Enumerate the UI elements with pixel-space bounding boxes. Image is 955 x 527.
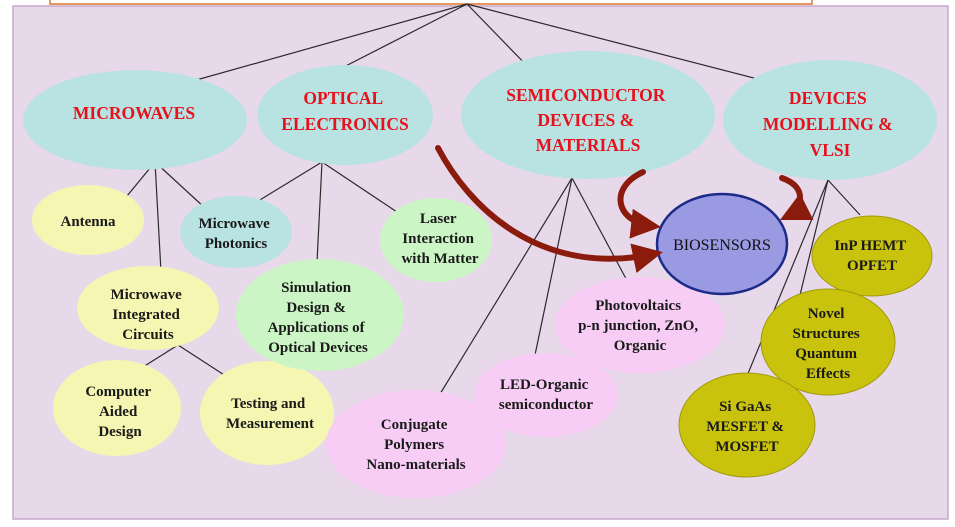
line-opt-photonics [249, 161, 323, 207]
photovoltaics-label: Photovoltaics p-n junction, ZnO, Organic [578, 298, 702, 354]
line-semi-led [534, 177, 573, 356]
line-dev-novel [799, 179, 829, 296]
line-root-optical [329, 3, 468, 75]
bubbles [23, 51, 937, 498]
line-dev-inp [827, 179, 861, 216]
antenna-label: Antenna [60, 214, 116, 230]
microwave-photonics-bubble [180, 196, 292, 268]
biosensors-label: BIOSENSORS [673, 237, 771, 254]
microwave-photonics-label: Microwave Photonics [198, 216, 273, 252]
line-semi-photovoltaics [571, 177, 632, 289]
line-root-devices [466, 3, 786, 87]
led-label: LED-Organic semiconductor [499, 377, 593, 413]
line-mw-photonics [154, 161, 206, 209]
microwaves-label: MICROWAVES [73, 103, 195, 123]
top-bar [49, 0, 813, 5]
devices-modelling-label: DEVICES MODELLING & VLSI [763, 88, 897, 160]
line-opt-simulation [316, 161, 323, 263]
devices-modelling-bubble [723, 60, 937, 180]
simulation-label: Simulation Design & Applications of Opti… [268, 280, 369, 356]
line-mw-mic [154, 161, 162, 273]
line-semi-conjugate [439, 177, 573, 395]
testing-bubble [200, 361, 334, 465]
laser-bubble [380, 198, 492, 282]
sigaas-label: Si GaAs MESFET & MOSFET [706, 399, 787, 455]
laser-label: Laser Interaction with Matter [401, 211, 478, 267]
simulation-bubble [236, 259, 404, 371]
arrow-semiconductor-to-biosensors [617, 169, 661, 239]
photovoltaics-bubble [555, 277, 725, 373]
arrow-optical-to-biosensors [435, 145, 663, 273]
conjugate-label: Conjugate Polymers Nano-materials [366, 417, 465, 473]
inp-bubble [811, 215, 933, 297]
arrows [435, 145, 814, 273]
sigaas-bubble [678, 372, 816, 478]
testing-label: Testing and Measurement [226, 396, 314, 432]
led-bubble [474, 353, 618, 437]
line-root-microwaves [174, 3, 468, 87]
optical-electronics-bubble [257, 65, 433, 165]
novel-bubble [760, 288, 896, 396]
line-opt-laser [321, 161, 398, 213]
cad-bubble [53, 360, 181, 456]
semiconductor-bubble [461, 51, 715, 179]
semiconductor-label: SEMICONDUCTOR DEVICES & MATERIALS [506, 85, 670, 155]
arrow-devices-to-biosensors [779, 175, 814, 221]
mic-label: Microwave Integrated Circuits [110, 287, 185, 343]
cad-label: Computer Aided Design [85, 384, 154, 440]
conjugate-bubble [326, 390, 506, 498]
novel-label: Novel Structures Quantum Effects [793, 306, 864, 382]
microwaves-bubble [23, 70, 247, 170]
optical-electronics-label: OPTICAL ELECTRONICS [281, 88, 408, 134]
connector-lines [126, 3, 861, 395]
inp-label: InP HEMT OPFET [834, 238, 910, 274]
line-dev-sigaas [741, 179, 829, 389]
antenna-bubble [32, 185, 144, 255]
mic-bubble [77, 266, 219, 350]
